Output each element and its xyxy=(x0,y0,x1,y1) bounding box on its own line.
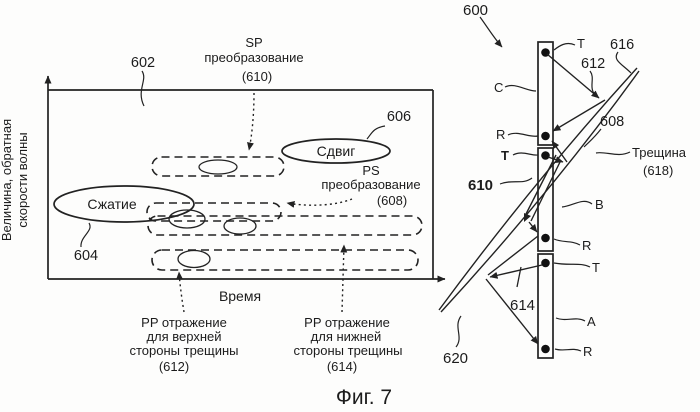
receiver-dot-1 xyxy=(541,131,550,141)
ps-label-line1: PS xyxy=(362,163,380,178)
ref-610: 610 xyxy=(468,177,493,194)
pp-lower-ref: (614) xyxy=(327,359,357,374)
fracture-label: Трещина xyxy=(632,145,687,160)
pp-upper-annotation-arrow xyxy=(176,271,185,313)
shift-ref-606: 606 xyxy=(387,109,411,125)
ray-612-reflected xyxy=(552,99,606,132)
pp-lower-line1: PP отражение xyxy=(304,315,390,330)
connector-620 xyxy=(455,315,462,348)
connector-604 xyxy=(80,222,91,248)
receiver-dot-2 xyxy=(541,233,550,243)
label-segment-a: A xyxy=(587,314,596,329)
label-segment-b: B xyxy=(595,197,604,212)
pp-lower-line2: для нижней xyxy=(311,329,382,344)
borehole-segment-a xyxy=(537,253,554,359)
ref-614: 614 xyxy=(510,297,535,314)
sp-label-ref: (610) xyxy=(242,69,272,84)
label-r3: R xyxy=(583,344,592,359)
well-fracture-diagram: 600 T 616 612 C R 608 T Трещина (618) 61… xyxy=(438,2,687,367)
ray-610-beam-right xyxy=(530,159,562,222)
fracture-outline-upper xyxy=(438,67,638,311)
ray-610-to-receiver xyxy=(528,221,538,233)
connector-fracture-label xyxy=(595,151,631,156)
capsule-sp-610 xyxy=(151,156,285,177)
connector-612 xyxy=(589,70,598,98)
y-axis-label-line2: скорости волны xyxy=(15,132,30,227)
ps-annotation-arrow xyxy=(286,198,353,208)
figure-caption: Фиг. 7 xyxy=(336,386,392,409)
wavelet-ellipse-4 xyxy=(177,249,211,269)
ray-614-reflected xyxy=(485,278,539,345)
connector-r2 xyxy=(553,238,581,246)
compression-ellipse xyxy=(53,185,195,223)
connector-616 xyxy=(615,51,632,74)
pp-upper-line2: для верхней xyxy=(146,329,221,344)
x-axis-label: Время xyxy=(219,288,261,304)
ray-610-arrowhead xyxy=(524,213,531,222)
shift-ellipse xyxy=(281,138,391,164)
connector-600 xyxy=(479,16,503,48)
connector-a xyxy=(555,317,586,322)
borehole-segment-c xyxy=(537,41,554,146)
compression-label: Сжатие xyxy=(87,196,136,212)
ps-label-line2: преобразование xyxy=(321,177,420,192)
label-r1: R xyxy=(496,127,505,142)
compression-ref-604: 604 xyxy=(74,248,98,264)
time-velocity-chart: 602 SP преобразование (610) 606 Сдвиг PS… xyxy=(0,35,446,374)
pp-upper-line1: PP отражение xyxy=(141,315,227,330)
connector-610 xyxy=(499,177,533,185)
connector-b xyxy=(561,200,593,208)
sp-label-line1: SP xyxy=(245,35,262,50)
transmitter-dot-3 xyxy=(541,258,550,268)
chart-ref-602: 602 xyxy=(131,55,155,71)
transmitter-dot-2 xyxy=(541,151,550,160)
ref-608: 608 xyxy=(600,114,624,130)
capsule-pp-upper-612 xyxy=(151,249,419,271)
wavelet-ellipse-2 xyxy=(168,209,206,229)
pp-upper-line3: стороны трещины xyxy=(129,343,238,358)
connector-602 xyxy=(140,70,145,107)
label-t3: T xyxy=(592,260,600,275)
ref-614-tick xyxy=(516,266,522,288)
y-axis-label-line1: Величина, обратная xyxy=(0,119,14,241)
connector-t1 xyxy=(553,42,576,51)
pp-lower-annotation-arrow xyxy=(340,244,348,313)
wavelet-ellipse-3 xyxy=(223,217,257,235)
well-ref-600: 600 xyxy=(463,2,488,19)
connector-r3 xyxy=(554,348,582,352)
wavelet-ellipse-1 xyxy=(198,159,238,175)
ref-620: 620 xyxy=(443,350,468,367)
connector-r1 xyxy=(507,132,539,137)
connector-c xyxy=(504,84,537,92)
ref-616: 616 xyxy=(610,37,634,53)
ref-612: 612 xyxy=(581,56,605,72)
sp-annotation-arrow xyxy=(247,92,255,151)
connector-606 xyxy=(366,125,386,140)
receiver-dot-3 xyxy=(541,344,550,354)
capsule-pp-lower-614 xyxy=(147,215,423,236)
connector-608 xyxy=(583,128,602,148)
shift-label: Сдвиг xyxy=(317,143,356,159)
label-r2: R xyxy=(582,238,591,253)
capsule-ps-608 xyxy=(146,202,282,222)
pp-lower-line3: стороны трещины xyxy=(293,343,402,358)
ray-620-to-upper-receiver xyxy=(487,235,539,276)
ray-608-converted xyxy=(551,140,568,163)
borehole-segment-b xyxy=(537,147,554,252)
connector-t3 xyxy=(553,262,591,268)
ray-614-incident xyxy=(489,264,543,279)
label-t1: T xyxy=(577,36,585,51)
connector-t2 xyxy=(512,152,539,156)
fracture-ref-618: (618) xyxy=(643,163,673,178)
label-segment-c: C xyxy=(494,80,503,95)
label-t2: T xyxy=(501,148,509,163)
ray-610-beam-left xyxy=(524,154,557,217)
ray-612-incident xyxy=(546,53,600,99)
sp-label-line2: преобразование xyxy=(204,50,303,65)
ps-label-ref: (608) xyxy=(377,193,407,208)
pp-upper-ref: (612) xyxy=(159,359,189,374)
